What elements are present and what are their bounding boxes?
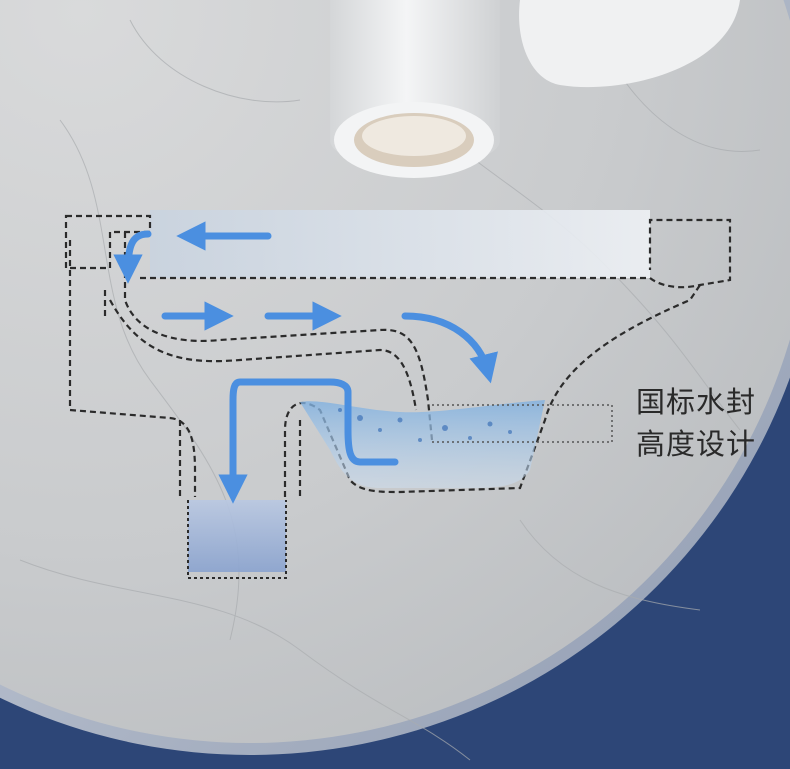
height-design-label: 高度设计 [636, 430, 756, 459]
water-seal-label: 国标水封 [636, 388, 756, 417]
water-tank [150, 210, 650, 278]
drainage-well [188, 500, 286, 572]
